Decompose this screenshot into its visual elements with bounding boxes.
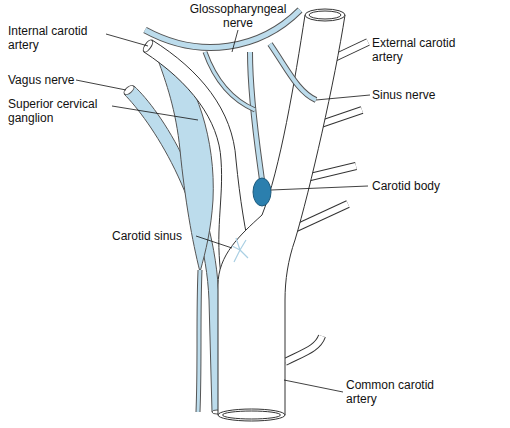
artery-lumen — [223, 411, 281, 419]
leader-line — [112, 106, 198, 120]
anatomy-label: Carotid body — [372, 179, 482, 193]
artery-lumen — [309, 11, 341, 19]
carotid-artery — [218, 15, 345, 415]
anatomy-label: Internal carotid artery — [8, 24, 108, 52]
anatomy-label: External carotid artery — [372, 36, 482, 64]
sinus-nerve — [250, 52, 262, 180]
leader-line — [284, 380, 343, 392]
leader-line — [76, 80, 126, 90]
anatomy-label: Sinus nerve — [372, 88, 482, 102]
artery-cut-end — [218, 409, 285, 421]
branch-outline — [285, 336, 322, 362]
sympathetic-trunk — [198, 270, 200, 412]
leader-line — [316, 95, 370, 100]
sinus-nerve — [250, 52, 262, 180]
nerve-branch — [270, 44, 316, 100]
nerve-branch — [270, 44, 316, 100]
branch-fill — [285, 336, 322, 362]
leader-line — [106, 34, 148, 46]
nerve-branch — [205, 52, 255, 110]
leader-lines — [76, 30, 370, 392]
anatomy-label: Vagus nerve — [8, 73, 108, 87]
nerve-branch — [205, 52, 255, 110]
sympathetic-trunk — [198, 270, 200, 412]
leader-line — [271, 186, 368, 190]
leader-line — [196, 236, 232, 248]
anatomy-label: Superior cervical ganglion — [8, 97, 114, 125]
carotid-body — [253, 178, 271, 206]
leader-line — [232, 30, 238, 52]
anatomy-label: Common carotid artery — [346, 378, 456, 406]
anatomy-label: Carotid sinus — [112, 229, 212, 243]
sinus-fibres — [232, 238, 248, 262]
artery-cut-end — [305, 9, 345, 21]
anatomy-label: Glossopharyngeal nerve — [186, 2, 290, 30]
